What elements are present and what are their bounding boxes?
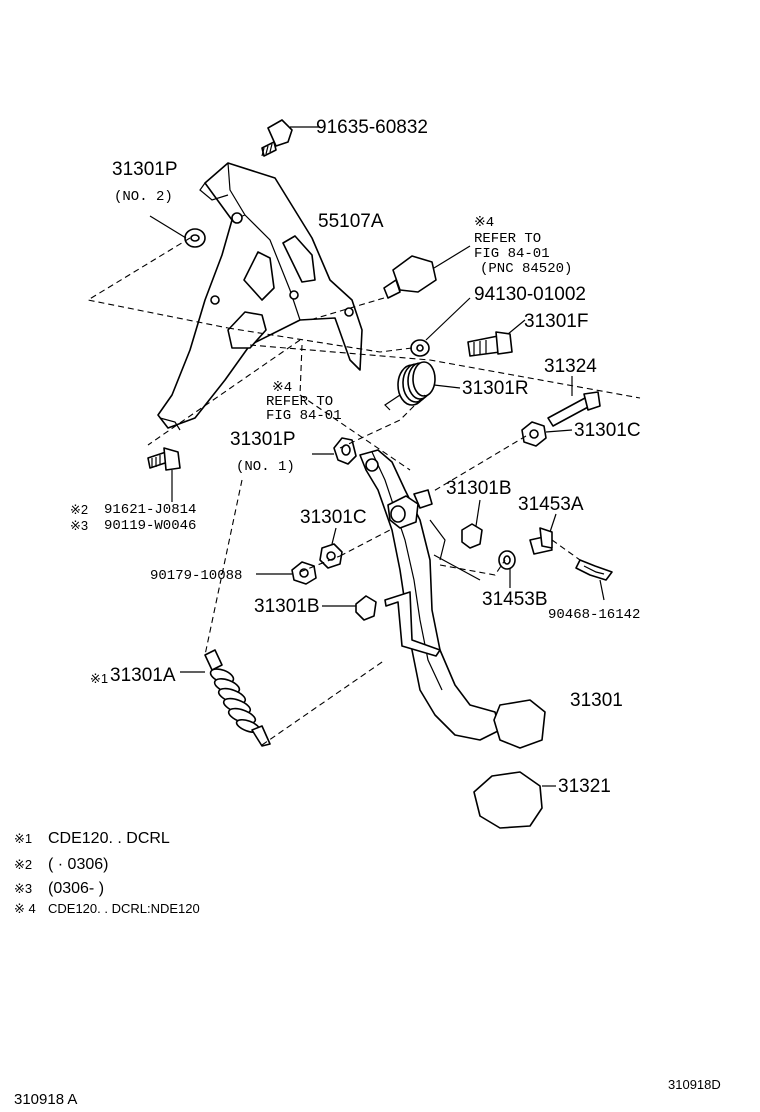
note-1-text: CDE120. . DCRL	[48, 830, 170, 847]
bush-31301p-no1	[312, 437, 357, 465]
washer-94130-01002	[410, 297, 471, 357]
label-note2-mark: ※2	[70, 502, 88, 517]
label-31301f: 31301F	[524, 311, 588, 332]
label-90119-w0046: 90119-W0046	[104, 518, 196, 534]
spring-31301r	[384, 361, 461, 411]
label-31301b-right: 31301B	[446, 478, 512, 499]
label-31301p-lower: 31301P	[230, 429, 296, 450]
note-3-mark: ※3	[14, 881, 32, 896]
bush-31301b-left	[322, 595, 377, 621]
label-91635-60832: 91635-60832	[316, 117, 428, 138]
nut-31301p-no2	[149, 215, 206, 248]
label-90179-10088: 90179-10088	[150, 568, 242, 584]
clutch-pedal-31301	[359, 449, 546, 749]
label-ref4-mark: ※4	[474, 215, 494, 231]
note-1-mark: ※1	[14, 831, 32, 846]
label-31321: 31321	[558, 776, 611, 797]
pin-31453a	[529, 513, 557, 555]
assembly-lines	[86, 237, 641, 746]
label-91621-j0814: 91621-J0814	[104, 502, 196, 518]
figure-code-left: 310918 A	[14, 1091, 77, 1108]
clip-31453b	[498, 550, 516, 588]
label-note1-mark: ※1	[90, 671, 108, 686]
bush-31301b-right	[461, 499, 483, 549]
pedal-bracket-55107a	[157, 162, 363, 431]
label-55107a: 55107A	[318, 211, 384, 232]
bolt-31301f	[467, 319, 526, 357]
label-ref4b-refer: REFER TO	[266, 394, 333, 410]
label-31301: 31301	[570, 690, 623, 711]
label-ref4-refer: REFER TO	[474, 231, 541, 247]
label-31324: 31324	[544, 356, 597, 377]
note-2-mark: ※2	[14, 857, 32, 872]
bush-31301c-left	[319, 527, 343, 569]
label-note3-mark: ※3	[70, 518, 88, 533]
label-31301b-left: 31301B	[254, 596, 320, 617]
label-no2: (NO. 2)	[114, 189, 173, 205]
spring-31301a	[180, 649, 271, 747]
label-ref4b-fig: FIG 84-01	[266, 408, 342, 424]
label-31453a: 31453A	[518, 494, 584, 515]
label-31301c-left: 31301C	[300, 507, 367, 528]
label-ref4-pnc: (PNC 84520)	[480, 261, 572, 277]
label-31301a: 31301A	[110, 665, 176, 686]
label-31301c-right: 31301C	[574, 420, 641, 441]
clip-90468-16142	[575, 559, 613, 601]
nut-31301c-right	[521, 421, 573, 447]
part-labels: 91635-60832 31301P (NO. 2) 55107A ※4 REF…	[70, 117, 641, 797]
label-ref4-fig: FIG 84-01	[474, 246, 550, 262]
nut-90179-10088	[256, 561, 317, 585]
pedal-pad-31321	[473, 771, 556, 829]
note-4-text: CDE120. . DCRL:NDE120	[48, 901, 200, 916]
note-2-text: ( · 0306)	[48, 856, 108, 873]
note-3-text: (0306- )	[48, 880, 104, 897]
clutch-switch	[383, 245, 471, 299]
bolt-91635-60832	[261, 119, 320, 157]
label-31301r: 31301R	[462, 378, 529, 399]
footnotes: ※1 CDE120. . DCRL ※2 ( · 0306) ※3 (0306-…	[14, 830, 200, 916]
label-ref4b-mark: ※4	[272, 380, 292, 396]
note-4-mark: ※ 4	[14, 901, 36, 916]
label-no1: (NO. 1)	[236, 459, 295, 475]
label-31453b: 31453B	[482, 589, 548, 610]
label-31301p-upper: 31301P	[112, 159, 178, 180]
bolt-91621-j0814	[147, 447, 181, 502]
bolt-31324	[547, 376, 601, 427]
label-90468-16142: 90468-16142	[548, 607, 640, 623]
figure-code-right: 310918D	[668, 1077, 721, 1092]
label-94130-01002: 94130-01002	[474, 284, 586, 305]
